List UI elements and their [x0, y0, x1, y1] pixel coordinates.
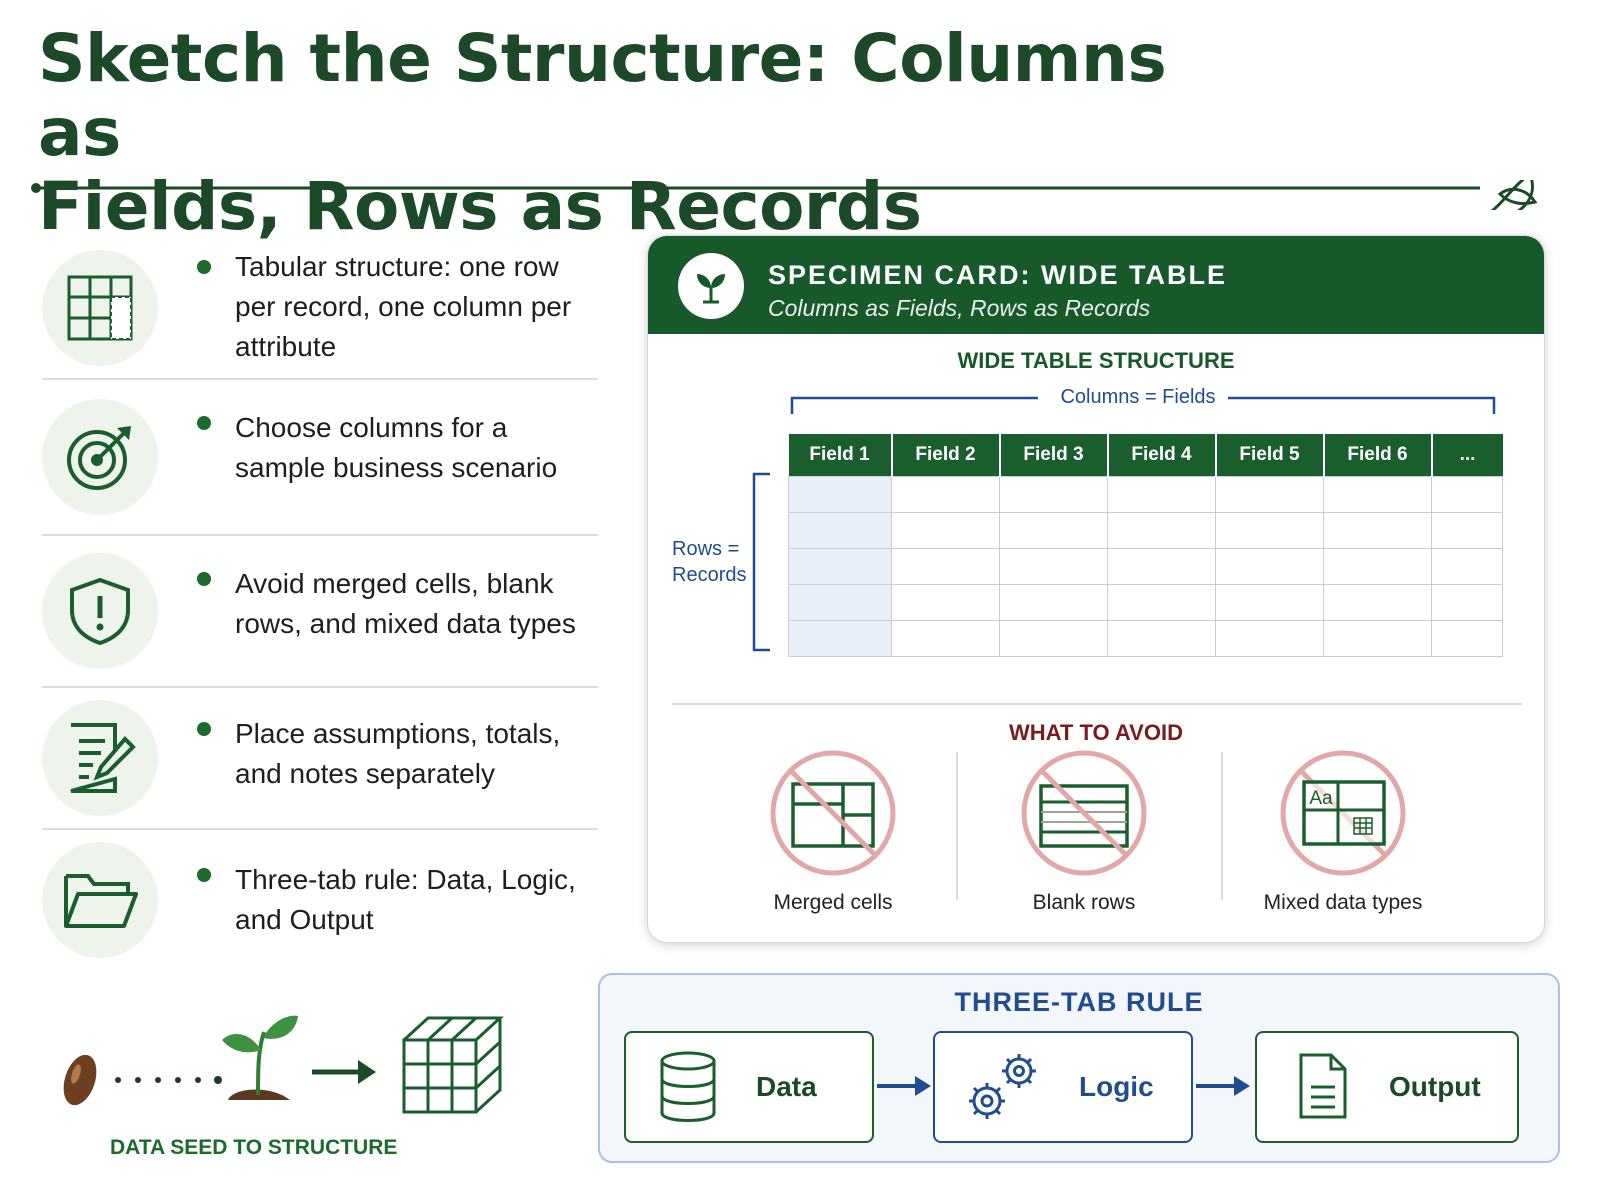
cube-grid-icon: [402, 1016, 504, 1114]
notes-pencil-icon: [42, 700, 158, 816]
page-title: Sketch the Structure: Columns as Fields,…: [38, 22, 1238, 244]
database-icon: [660, 1051, 716, 1122]
arrow-icon: [1196, 1076, 1250, 1096]
seed-icon: [63, 1054, 97, 1106]
bullet-list: Tabular structure: one row per record, o…: [42, 238, 598, 970]
bullet-text: Three-tab rule: Data, Logic, and Output: [235, 864, 576, 935]
field-header: Field 1: [788, 434, 892, 477]
dotted-path: [115, 1076, 222, 1084]
leaf-icon: [1490, 180, 1538, 210]
avoid-divider: [956, 752, 958, 900]
card-subtitle: Columns as Fields, Rows as Records: [768, 295, 1151, 321]
bullet-dot: [197, 260, 211, 274]
title-line-1: Sketch the Structure: Columns as: [38, 20, 1167, 171]
shield-warning-icon: [42, 553, 158, 669]
field-header: Field 5: [1214, 434, 1324, 477]
mixed-types-glyph: Aa: [1309, 788, 1333, 809]
avoid-item-mixed-types: Aa Mixed data types: [1248, 748, 1438, 915]
avoid-divider: [1221, 752, 1223, 900]
title-line-2: Fields, Rows as Records: [38, 168, 922, 245]
table-row: [788, 548, 1503, 585]
target-icon: [42, 399, 158, 515]
avoid-label: Mixed data types: [1263, 891, 1423, 914]
bullet-text: Avoid merged cells, blank rows, and mixe…: [235, 568, 576, 639]
table-row: [788, 584, 1503, 621]
table-header-row: Field 1 Field 2 Field 3 Field 4 Field 5 …: [788, 434, 1503, 477]
field-header: ...: [1430, 434, 1503, 477]
field-header: Field 6: [1322, 434, 1432, 477]
tab-logic: Logic: [933, 1031, 1193, 1143]
mini-grid-icon: [1353, 817, 1373, 835]
bullet-item-avoid: Avoid merged cells, blank rows, and mixe…: [42, 536, 598, 688]
bullet-item-tabular: Tabular structure: one row per record, o…: [42, 238, 598, 380]
specimen-card: SPECIMEN CARD: WIDE TABLE Columns as Fie…: [647, 235, 1545, 943]
avoid-item-blank-rows: Blank rows: [1009, 748, 1159, 915]
bullet-item-assumptions: Place assumptions, totals, and notes sep…: [42, 688, 598, 830]
tab-data: Data: [624, 1031, 874, 1143]
rows-label-line-1: Rows =: [672, 538, 740, 560]
bullet-dot: [197, 416, 211, 430]
field-header: Field 2: [890, 434, 1000, 477]
rows-label: Rows = Records: [672, 536, 746, 588]
avoid-label: Merged cells: [773, 891, 893, 914]
rows-label-line-2: Records: [672, 564, 747, 586]
field-header: Field 4: [1106, 434, 1216, 477]
bullet-dot: [197, 722, 211, 736]
structure-title: WIDE TABLE STRUCTURE: [957, 348, 1235, 373]
bullet-item-three-tab: Three-tab rule: Data, Logic, and Output: [42, 830, 598, 970]
document-icon: [1299, 1053, 1347, 1119]
field-header: Field 3: [998, 434, 1108, 477]
tab-label: Output: [1389, 1071, 1481, 1102]
wide-table: Field 1 Field 2 Field 3 Field 4 Field 5 …: [788, 434, 1503, 657]
folder-icon: [42, 842, 158, 958]
card-header: SPECIMEN CARD: WIDE TABLE Columns as Fie…: [648, 236, 1544, 334]
sprout-icon: [222, 1015, 298, 1100]
seed-to-structure-graphic: [63, 1015, 504, 1114]
title-divider: [31, 180, 1538, 210]
avoid-title: WHAT TO AVOID: [1009, 720, 1183, 745]
bullet-item-columns: Choose columns for a sample business sce…: [42, 380, 598, 536]
table-row: [788, 620, 1503, 657]
columns-bracket: [790, 396, 1496, 414]
seed-caption: DATA SEED TO STRUCTURE: [110, 1136, 398, 1159]
avoid-label: Blank rows: [1032, 891, 1136, 914]
rows-bracket: [752, 472, 770, 652]
three-tab-rule-panel: THREE-TAB RULE Data Logic: [598, 973, 1560, 1163]
three-tab-title: THREE-TAB RULE: [954, 987, 1204, 1017]
tab-label: Logic: [1079, 1071, 1154, 1102]
bullet-text: Choose columns for a sample business sce…: [235, 412, 558, 483]
tab-label: Data: [756, 1071, 817, 1102]
mixed-types-icon: Aa: [1280, 750, 1406, 876]
blank-rows-icon: [1021, 750, 1147, 876]
merged-cells-icon: [770, 750, 896, 876]
gears-icon: [969, 1054, 1036, 1119]
bullet-text: Place assumptions, totals, and notes sep…: [235, 718, 561, 789]
arrow-icon: [877, 1076, 931, 1096]
bullet-dot: [197, 868, 211, 882]
table-row: [788, 476, 1503, 513]
card-title: SPECIMEN CARD: WIDE TABLE: [768, 260, 1227, 290]
avoid-item-merged: Merged cells: [758, 748, 908, 915]
bullet-dot: [197, 572, 211, 586]
arrow-icon: [312, 1060, 376, 1084]
table-row: [788, 512, 1503, 549]
tab-output: Output: [1255, 1031, 1519, 1143]
sprout-icon: [678, 253, 744, 319]
table-grid-icon: [42, 250, 158, 366]
columns-label: Columns = Fields: [1060, 386, 1216, 408]
card-divider: [672, 703, 1522, 705]
bullet-text: Tabular structure: one row per record, o…: [235, 251, 572, 362]
